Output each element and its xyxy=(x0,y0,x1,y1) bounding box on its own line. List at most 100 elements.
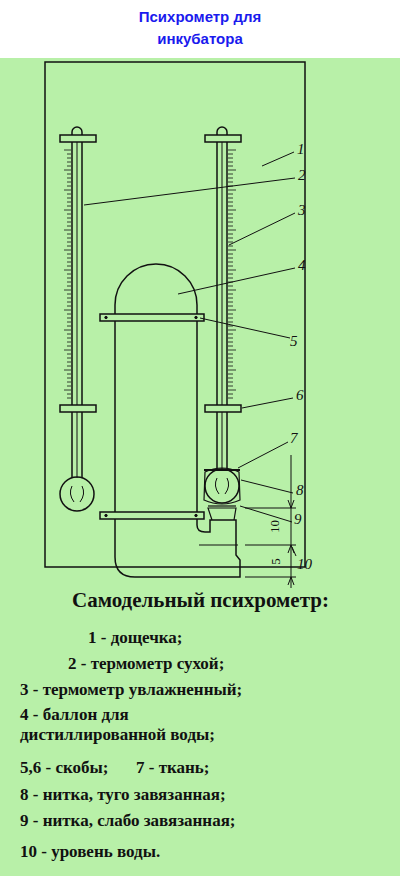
scale-tick xyxy=(228,318,233,319)
scale-tick xyxy=(228,162,233,163)
dimension-value: 10 xyxy=(268,520,283,533)
scale-tick xyxy=(64,270,71,271)
callout-number: 6 xyxy=(296,387,304,404)
scale-tick xyxy=(67,246,71,247)
scale-tick xyxy=(228,262,233,263)
scale-tick xyxy=(64,210,71,211)
scale-tick xyxy=(64,250,71,251)
scale-tick xyxy=(67,198,71,199)
scale-tick xyxy=(228,274,233,275)
scale-tick xyxy=(67,374,71,375)
scale-tick xyxy=(228,382,233,383)
water-balloon xyxy=(115,264,240,577)
scale-tick xyxy=(64,310,71,311)
caption: Самодельный психрометр: xyxy=(72,588,329,612)
scale-tick xyxy=(67,306,71,307)
scale-tick xyxy=(228,306,233,307)
scale-tick xyxy=(228,366,233,367)
scale-tick xyxy=(67,334,71,335)
scale-tick xyxy=(228,238,233,239)
scale-tick xyxy=(64,190,71,191)
callout-number: 1 xyxy=(297,141,305,158)
scale-tick xyxy=(67,302,71,303)
scale-tick xyxy=(228,290,236,291)
scale-tick xyxy=(67,218,71,219)
scale-tick xyxy=(64,350,71,351)
scale-tick xyxy=(228,294,233,295)
scale-tick xyxy=(228,358,233,359)
scale-tick xyxy=(67,206,71,207)
scale-tick xyxy=(67,386,71,387)
scale-tick xyxy=(67,202,71,203)
scale-tick xyxy=(67,362,71,363)
scale-tick xyxy=(67,378,71,379)
scale-tick xyxy=(228,278,233,279)
scale-tick xyxy=(67,274,71,275)
scale-tick xyxy=(228,330,236,331)
scale-tick xyxy=(67,346,71,347)
scale-tick xyxy=(67,162,71,163)
scale-tick xyxy=(228,362,233,363)
scale-tick xyxy=(67,186,71,187)
legend-line: 7 - ткань; xyxy=(136,758,210,778)
scale-tick xyxy=(67,226,71,227)
spout-wick xyxy=(208,508,236,520)
scale-tick xyxy=(67,338,71,339)
scale-tick xyxy=(228,266,233,267)
scale-tick xyxy=(67,342,71,343)
scale-tick xyxy=(67,254,71,255)
scale-tick xyxy=(228,250,236,251)
scale-tick xyxy=(67,158,71,159)
scale-tick xyxy=(228,342,233,343)
callout-number: 3 xyxy=(298,202,306,219)
scale-tick xyxy=(67,358,71,359)
scale-tick xyxy=(67,154,71,155)
scale-tick xyxy=(228,298,233,299)
scale-tick xyxy=(67,242,71,243)
scale-tick xyxy=(67,394,71,395)
scale-tick xyxy=(228,394,233,395)
scale-tick xyxy=(67,314,71,315)
scale-tick xyxy=(67,298,71,299)
dimension-value: 5 xyxy=(269,558,284,565)
scale-tick xyxy=(228,390,236,391)
scale-tick xyxy=(228,194,233,195)
scale-tick xyxy=(228,170,236,171)
scale-tick xyxy=(67,318,71,319)
scale-tick xyxy=(67,174,71,175)
scale-tick xyxy=(228,374,233,375)
scale-tick xyxy=(228,314,233,315)
scale-tick xyxy=(67,222,71,223)
scale-tick xyxy=(228,222,233,223)
callout-number: 7 xyxy=(290,430,298,447)
callout-number: 4 xyxy=(298,257,306,274)
scale-tick xyxy=(228,182,233,183)
scale-tick xyxy=(228,338,233,339)
scale-tick xyxy=(228,218,233,219)
scale-tick xyxy=(67,178,71,179)
callout-number: 10 xyxy=(297,556,312,573)
scale-tick xyxy=(67,322,71,323)
scale-tick xyxy=(67,398,71,399)
scale-tick xyxy=(64,390,71,391)
bracket xyxy=(100,314,204,321)
scale-tick xyxy=(228,178,233,179)
leader-lines xyxy=(84,152,296,556)
callout-number: 2 xyxy=(298,167,306,184)
scale-tick xyxy=(228,378,233,379)
scale-tick xyxy=(64,290,71,291)
scale-tick xyxy=(67,238,71,239)
scale-tick xyxy=(228,270,236,271)
dimension-lines xyxy=(245,455,296,588)
scale-tick xyxy=(228,310,236,311)
green-ground xyxy=(0,58,400,876)
scale-tick xyxy=(228,286,233,287)
scale-tick xyxy=(228,154,233,155)
scale-tick xyxy=(67,166,71,167)
legend-line: 3 - термометр увлажненный; xyxy=(20,680,242,700)
scale-tick xyxy=(228,206,233,207)
scale-tick xyxy=(228,214,233,215)
scale-tick xyxy=(64,170,71,171)
scale-tick xyxy=(67,326,71,327)
scale-tick xyxy=(67,214,71,215)
